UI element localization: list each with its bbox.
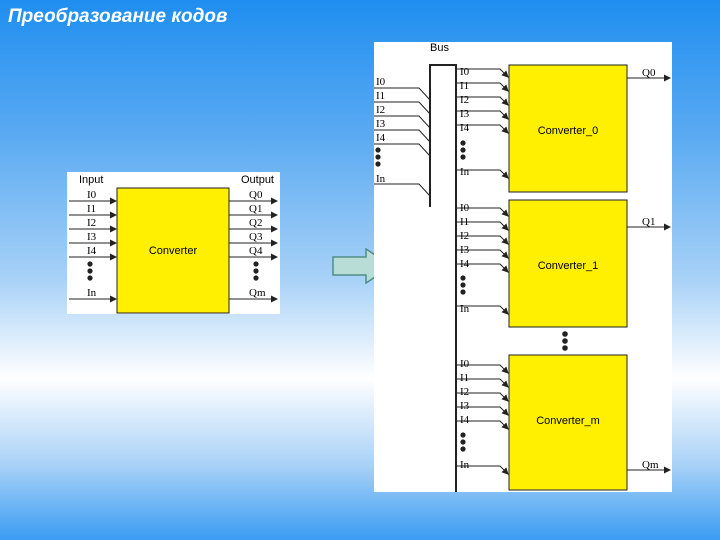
converter-diagram: Input Output Converter I0 I1 I2 I3 I4 In bbox=[67, 172, 280, 314]
bus-label: Bus bbox=[430, 42, 449, 54]
output-label: Output bbox=[241, 174, 274, 186]
cm-input-i4: I4 bbox=[460, 414, 470, 426]
c1-output-q1: Q1 bbox=[642, 216, 655, 228]
converters-ellipsis bbox=[562, 331, 568, 351]
input-i2: I2 bbox=[87, 217, 96, 229]
output-q2: Q2 bbox=[249, 217, 262, 229]
output-q3: Q3 bbox=[249, 231, 263, 243]
cm-input-i1: I1 bbox=[460, 372, 469, 384]
c1-input-ellipsis bbox=[460, 275, 466, 295]
c1-input-i0: I0 bbox=[460, 202, 470, 214]
converter-0: Converter_0 I0 I1 I2 I3 I4 In Q0 bbox=[456, 64, 671, 193]
c0-input-i2: I2 bbox=[460, 94, 469, 106]
converter-block bbox=[116, 187, 230, 314]
bus bbox=[429, 64, 457, 492]
cm-output-qm: Qm bbox=[642, 459, 659, 471]
converter-m-label: Converter_m bbox=[536, 415, 600, 427]
c0-output-q0: Q0 bbox=[642, 67, 656, 79]
c0-input-in: In bbox=[460, 166, 470, 178]
c1-input-in: In bbox=[460, 303, 470, 315]
converter-1: Converter_1 I0 I1 I2 I3 I4 In Q1 bbox=[456, 199, 671, 328]
input-label: Input bbox=[79, 174, 103, 186]
page-title: Преобразование кодов bbox=[8, 6, 228, 27]
converter-label: Converter bbox=[149, 245, 198, 257]
converter-m: Converter_m I0 I1 I2 I3 I4 In Qm bbox=[456, 354, 671, 491]
bus-converter-diagram: Bus I0 I1 I2 I3 I4 In Converter_0 bbox=[374, 42, 672, 492]
bus-input-lines bbox=[374, 87, 431, 197]
input-in: In bbox=[87, 287, 97, 299]
converter-0-label: Converter_0 bbox=[538, 125, 599, 137]
bus-input-i1: I1 bbox=[376, 90, 385, 102]
input-i4: I4 bbox=[87, 245, 97, 257]
output-ellipsis bbox=[253, 261, 259, 281]
c0-input-i0: I0 bbox=[460, 66, 470, 78]
cm-input-ellipsis bbox=[460, 432, 466, 452]
bus-input-ellipsis bbox=[375, 147, 381, 167]
c0-input-i4: I4 bbox=[460, 122, 470, 134]
input-ellipsis bbox=[87, 261, 93, 281]
output-q1: Q1 bbox=[249, 203, 262, 215]
output-q4: Q4 bbox=[249, 245, 263, 257]
c0-input-ellipsis bbox=[460, 140, 466, 160]
bus-input-in: In bbox=[376, 173, 386, 185]
output-lines bbox=[229, 197, 278, 303]
input-lines bbox=[69, 197, 117, 303]
c0-input-i1: I1 bbox=[460, 80, 469, 92]
cm-input-in: In bbox=[460, 459, 470, 471]
input-i1: I1 bbox=[87, 203, 96, 215]
cm-input-i0: I0 bbox=[460, 358, 470, 370]
converter-1-label: Converter_1 bbox=[538, 260, 599, 272]
c0-input-i3: I3 bbox=[460, 108, 470, 120]
bus-input-i3: I3 bbox=[376, 118, 386, 130]
output-qm: Qm bbox=[249, 287, 266, 299]
bus-input-i2: I2 bbox=[376, 104, 385, 116]
input-i0: I0 bbox=[87, 189, 97, 201]
c1-input-i2: I2 bbox=[460, 230, 469, 242]
bus-input-i4: I4 bbox=[376, 132, 386, 144]
input-i3: I3 bbox=[87, 231, 97, 243]
cm-input-i2: I2 bbox=[460, 386, 469, 398]
cm-input-i3: I3 bbox=[460, 400, 470, 412]
output-q0: Q0 bbox=[249, 189, 263, 201]
c1-input-i4: I4 bbox=[460, 258, 470, 270]
c1-input-i1: I1 bbox=[460, 216, 469, 228]
bus-input-i0: I0 bbox=[376, 76, 386, 88]
c1-input-i3: I3 bbox=[460, 244, 470, 256]
